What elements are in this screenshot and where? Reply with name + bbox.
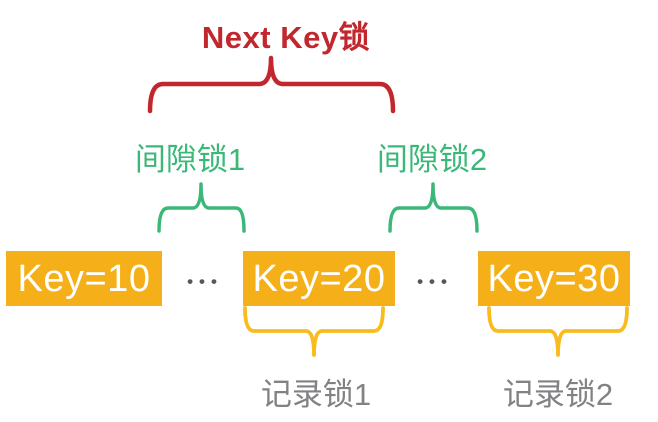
- record-lock-label-1: 记录锁1: [260, 377, 372, 412]
- key-node-20: Key=20: [243, 251, 395, 306]
- key-node-10: Key=10: [6, 251, 162, 306]
- gap-lock-label-2: 间隙锁2: [376, 142, 488, 177]
- next-key-lock-title: Next Key锁: [201, 20, 371, 55]
- record-lock-brace-2: [487, 306, 629, 357]
- ellipsis-gap-2: •••: [417, 272, 453, 291]
- gap-lock-label-1: 间隙锁1: [134, 142, 246, 177]
- record-lock-brace-1: [243, 306, 385, 357]
- ellipsis-gap-1: •••: [187, 272, 223, 291]
- record-lock-label-2: 记录锁2: [502, 377, 614, 412]
- gap-lock-brace-2: [388, 182, 479, 233]
- gap-lock-brace-1: [157, 182, 246, 233]
- key-node-30: Key=30: [478, 251, 630, 306]
- next-key-lock-brace: [147, 55, 396, 114]
